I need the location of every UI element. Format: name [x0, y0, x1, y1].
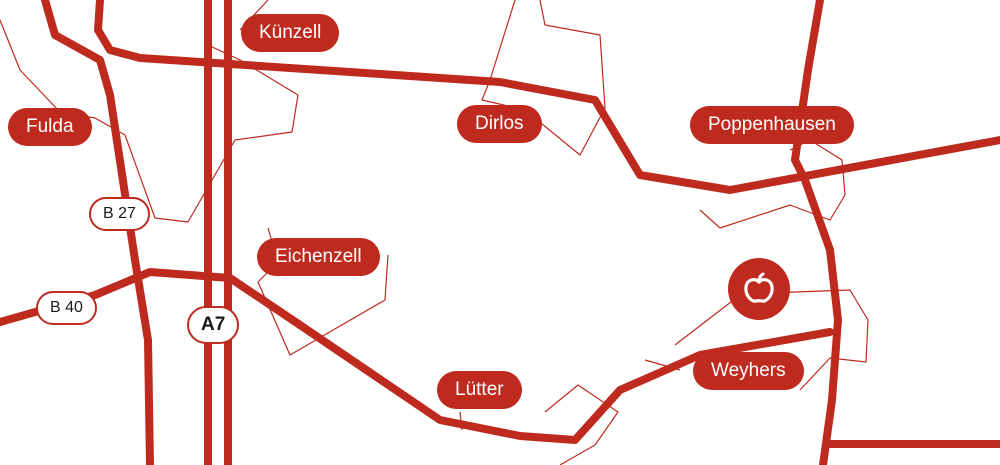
- road-shield-a7[interactable]: A7: [187, 306, 240, 344]
- town-label-weyhers[interactable]: Weyhers: [693, 352, 804, 390]
- town-label-luetter[interactable]: Lütter: [437, 371, 522, 409]
- town-label-eichenzell[interactable]: Eichenzell: [257, 238, 380, 276]
- boundary-line: [544, 384, 619, 465]
- road-shield-b40[interactable]: B 40: [36, 291, 97, 325]
- road-shield-b27[interactable]: B 27: [89, 197, 150, 231]
- boundary-line: [481, 0, 606, 156]
- road-b27: [41, 0, 154, 465]
- boundary-line: [0, 19, 299, 223]
- road-b40: [0, 268, 834, 444]
- apple-icon: [744, 272, 774, 303]
- town-label-kuenzell[interactable]: Künzell: [241, 14, 340, 52]
- location-marker[interactable]: [728, 258, 790, 320]
- town-label-poppenhausen[interactable]: Poppenhausen: [690, 106, 854, 144]
- road-main-east-west: [94, 0, 1000, 194]
- town-label-fulda[interactable]: Fulda: [8, 108, 92, 146]
- town-label-dirlos[interactable]: Dirlos: [457, 105, 542, 143]
- road-east-north-south: [791, 0, 842, 465]
